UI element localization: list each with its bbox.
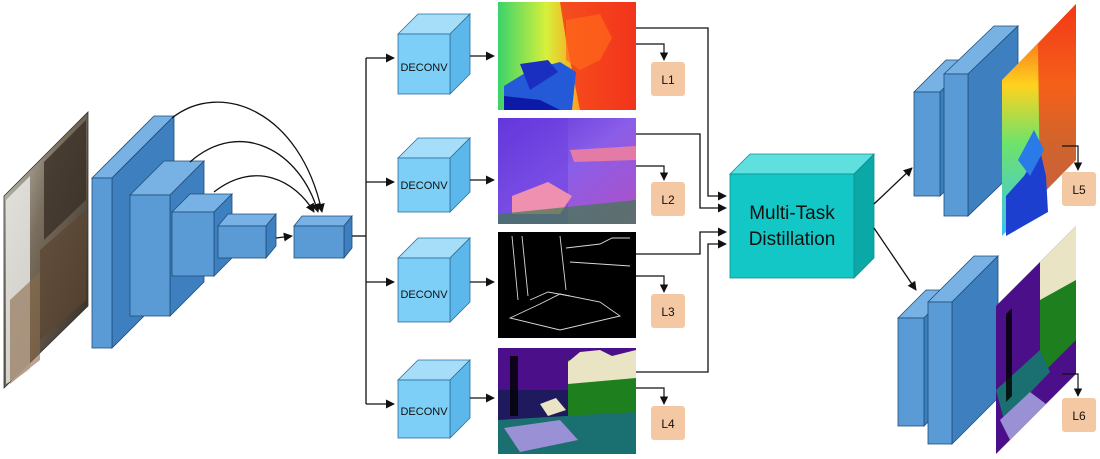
segmentation-prediction-image: [498, 348, 636, 454]
final-segmentation-prediction-image: [996, 226, 1076, 454]
loss-box-l2: L2: [651, 182, 685, 216]
loss-box-l6: L6: [1062, 398, 1096, 432]
loss-label-l5: L5: [1072, 183, 1086, 197]
edge-prediction-image: [498, 232, 636, 338]
final-decoder-segmentation: [897, 255, 999, 445]
loss-label-l4: L4: [661, 417, 675, 431]
multi-task-distillation-block: Multi-Task Distillation: [729, 153, 875, 279]
skip-connections: [171, 101, 325, 242]
deconv-block-2: DECONV: [397, 137, 471, 213]
deconv-label-3: DECONV: [400, 289, 448, 301]
loss-box-l1: L1: [651, 62, 685, 96]
loss-label-l3: L3: [661, 305, 675, 319]
final-depth-prediction-image: [1002, 4, 1076, 236]
loss-label-l2: L2: [661, 193, 675, 207]
distillation-output-arrows: [873, 167, 917, 291]
input-rgb-image: [3, 111, 89, 389]
loss-box-l3: L3: [651, 294, 685, 328]
loss-label-l6: L6: [1072, 409, 1086, 423]
loss-box-l4: L4: [651, 406, 685, 440]
deconv-block-3: DECONV: [397, 237, 471, 323]
loss-label-l1: L1: [661, 73, 675, 87]
encoder-block-4: [217, 212, 277, 260]
encoder-block-5: [293, 214, 353, 260]
deconv-block-4: DECONV: [397, 359, 471, 439]
final-decoder-depth: [913, 25, 1019, 217]
deconv-label-2: DECONV: [400, 180, 448, 192]
deconv-label-4: DECONV: [400, 406, 448, 418]
distillation-title-line2: Distillation: [749, 229, 836, 250]
depth-prediction-image: [498, 2, 636, 110]
decoder-branch-lines: [352, 53, 395, 409]
encoder: [91, 115, 353, 349]
final-loss-connectors: [1062, 145, 1083, 397]
deconv-to-prediction-arrows: [470, 51, 495, 403]
distillation-title-line1: Multi-Task: [749, 203, 835, 224]
loss-box-l5: L5: [1062, 172, 1096, 206]
deconv-block-1: DECONV: [397, 13, 471, 95]
deconv-label-1: DECONV: [400, 62, 448, 74]
loss-connectors: [636, 43, 669, 405]
prediction-to-distillation-arrows: [636, 27, 727, 373]
surface-normal-prediction-image: [498, 118, 636, 224]
